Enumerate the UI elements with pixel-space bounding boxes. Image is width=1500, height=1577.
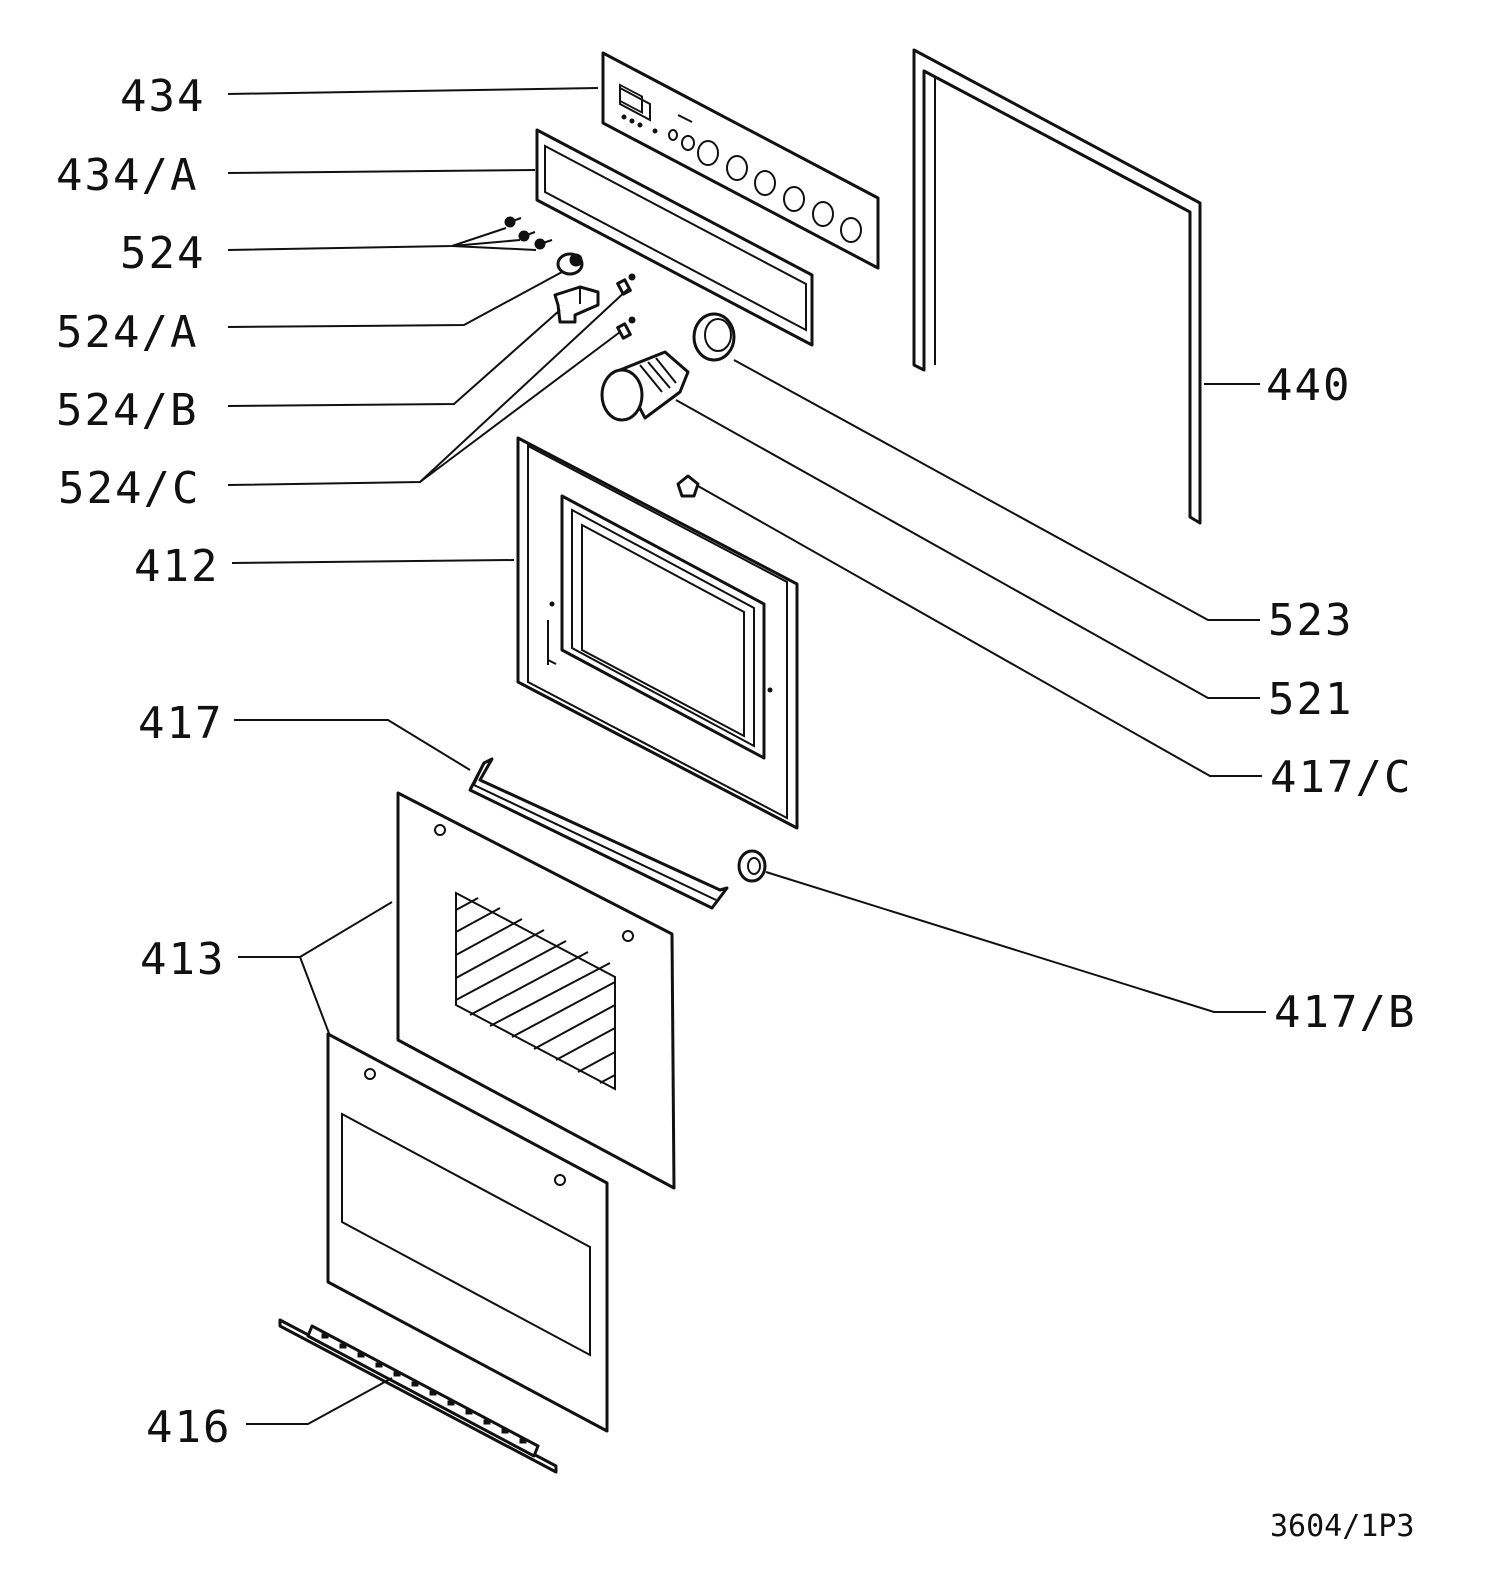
part-413-inner-glass	[396, 791, 676, 1190]
label-440: 440	[1266, 360, 1351, 411]
label-417: 417	[138, 698, 223, 749]
part-524b-switch-knob	[553, 285, 600, 324]
label-524c: 524/C	[58, 463, 200, 514]
part-523-bezel-ring	[692, 312, 736, 362]
label-524a: 524/A	[56, 307, 198, 358]
part-416-vent-strip	[278, 1318, 558, 1474]
part-434-control-panel	[601, 51, 880, 270]
part-521-control-knob	[600, 350, 690, 422]
part-412-door-frame	[516, 436, 799, 830]
part-413-outer-glass	[326, 1032, 609, 1433]
label-416: 416	[146, 1402, 231, 1453]
part-524a-small-knob	[556, 252, 584, 276]
part-524-screws	[504, 216, 553, 250]
part-417c-bushing	[676, 474, 700, 498]
part-417-door-handle	[468, 757, 729, 910]
part-417b-handle-bushing	[737, 849, 767, 883]
label-524: 524	[120, 228, 205, 279]
part-524c-spindles	[616, 273, 636, 340]
drawing-reference: 3604/1P3	[1270, 1509, 1415, 1544]
label-412: 412	[134, 541, 219, 592]
part-434a-panel-frame	[535, 128, 814, 347]
label-417b: 417/B	[1274, 987, 1416, 1038]
label-521: 521	[1268, 674, 1353, 725]
label-523: 523	[1268, 595, 1353, 646]
label-434a: 434/A	[56, 150, 198, 201]
label-417c: 417/C	[1270, 752, 1412, 803]
label-524b: 524/B	[56, 385, 198, 436]
part-labels: 434 434/A 524 524/A 524/B 524/C 412 417 …	[56, 71, 1416, 1453]
part-440-side-trim	[912, 48, 1202, 525]
label-413: 413	[140, 934, 225, 985]
leader-lines	[227, 87, 1266, 1425]
label-434: 434	[120, 71, 205, 122]
